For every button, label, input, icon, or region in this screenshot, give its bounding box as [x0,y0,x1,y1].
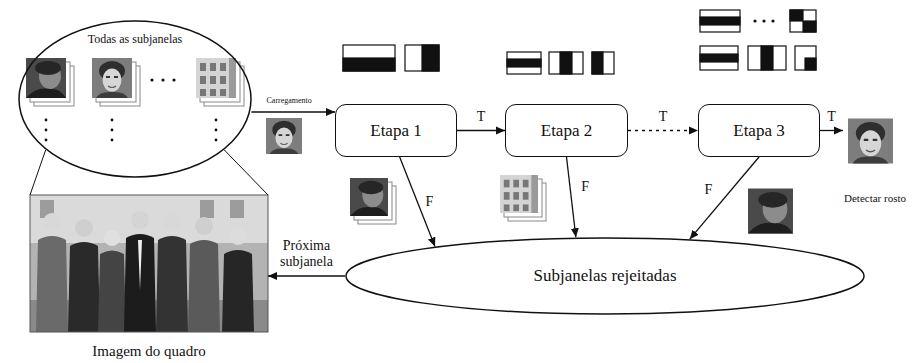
thumbnail-stack [92,58,140,106]
edge-label: T [659,108,668,124]
flow-arrow [628,130,698,131]
node-text: Etapa 1 [370,121,421,141]
haar-features [507,52,614,74]
stage-box: Etapa 2 [505,104,628,157]
node-text: Etapa 3 [733,121,784,141]
thumbnail-stack [26,58,74,106]
node-text: Etapa 2 [541,121,592,141]
ellipse-outline-shape [346,238,864,314]
stage-box: Etapa 3 [698,104,820,157]
node-text: Detectar rosto [844,192,906,205]
stage-box: Etapa 1 [335,104,457,157]
flow-arrow [457,130,505,131]
edge-label: T [477,108,486,124]
loaded-face [266,118,302,154]
window-set-ellipse: Todas as subjanelas [18,20,252,178]
edge-label: Próxima subjanela [269,238,345,270]
rejected-thumbnails [500,175,546,221]
ellipsis-dots [45,78,218,141]
zoom-line [30,150,46,195]
face-output: Detectar rosto [843,113,907,205]
flow-arrow [820,130,843,131]
flow-arrow [567,157,576,237]
edge-label: Carregamento [267,96,312,105]
frame-image: Imagem do quadro [30,195,268,360]
rejected-thumbnails [350,178,396,224]
ellipse-outline-shape [19,21,251,177]
haar-features [343,45,439,71]
thumbnail-stack [196,58,244,106]
rejected-ellipse: Subjanelas rejeitadas [345,237,865,315]
rejected-thumbnail [748,189,793,234]
flow-arrow [400,157,435,246]
edge-label: T [827,108,836,124]
flow-arrow [690,157,759,239]
node-text: Imagem do quadro [92,343,205,360]
flow-arrow [268,275,345,276]
node-text: Todas as subjanelas [88,33,182,47]
haar-features [700,10,816,70]
node-text: Subjanelas rejeitadas [533,266,676,286]
detected-face [848,119,893,164]
edge-label: F [425,194,433,210]
edge-label: F [704,182,712,198]
flow-arrow [251,111,335,112]
ellipsis-dots [753,19,774,22]
edge-label: F [581,179,589,195]
frame-photo [30,195,268,332]
zoom-line [224,150,268,195]
